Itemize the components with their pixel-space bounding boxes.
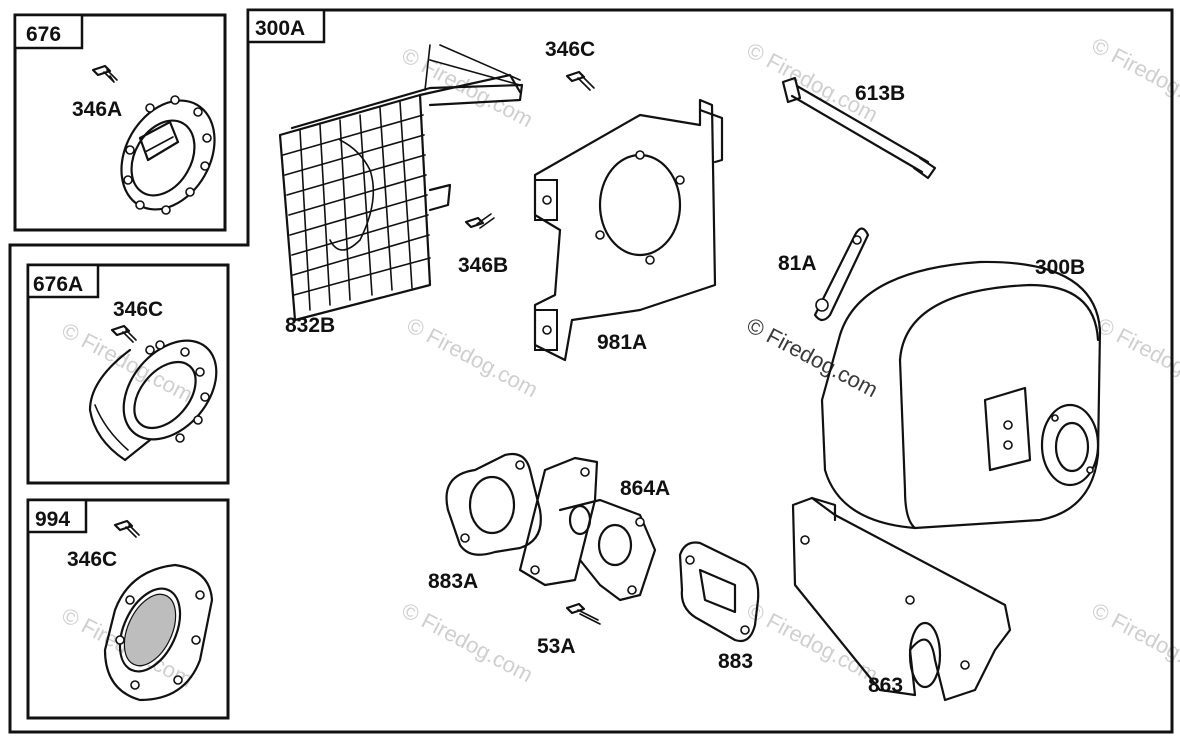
label-981a: 981A — [597, 331, 647, 354]
screw-346c-994 — [113, 519, 140, 538]
flange-gasket-676 — [120, 95, 216, 215]
label-883a: 883A — [428, 570, 478, 593]
stud-613b — [781, 76, 937, 180]
watermark-center-text: © Firedog.com — [743, 312, 882, 402]
spark-arrester-994 — [103, 563, 214, 702]
screw-346c-676a — [110, 324, 137, 343]
label-864a: 864A — [620, 477, 670, 500]
shield-863 — [791, 496, 1012, 702]
label-346b: 346B — [458, 254, 508, 277]
panel-994-label: 994 — [35, 508, 70, 531]
label-863: 863 — [868, 674, 903, 697]
label-346c-676a: 346C — [113, 298, 163, 321]
panel-676: 676 — [13, 13, 227, 232]
label-613b: 613B — [855, 82, 905, 105]
panel-676-label: 676 — [26, 23, 61, 46]
panel-300a-label: 300A — [255, 17, 305, 40]
label-346a: 346A — [72, 98, 122, 121]
deflector-676a — [88, 339, 218, 462]
watermark-text: © Firedog.com — [743, 597, 882, 687]
watermark-text: © Firedog.com — [1088, 32, 1180, 122]
watermark-text: © Firedog.com — [1093, 312, 1180, 402]
screw-346a — [91, 64, 118, 83]
panel-676a-label: 676A — [33, 273, 83, 296]
label-346c-top: 346C — [545, 38, 595, 61]
panel-300a-frame: 300A — [8, 8, 1174, 734]
screw-346c-top — [565, 70, 595, 91]
label-346c-994: 346C — [67, 548, 117, 571]
label-883: 883 — [718, 650, 753, 673]
panel-676a: 676A — [26, 263, 230, 485]
watermark-text: © Firedog.com — [1088, 597, 1180, 687]
bracket-981a — [533, 98, 724, 362]
label-832b: 832B — [285, 314, 335, 337]
screw-53a — [565, 602, 601, 625]
watermark-text: © Firedog.com — [403, 312, 542, 402]
gasket-883a — [445, 452, 542, 556]
label-300b: 300B — [1035, 256, 1085, 279]
guard-832b — [278, 44, 524, 322]
screw-346b — [464, 213, 495, 229]
muffler-300b — [820, 260, 1102, 530]
watermark-text: © Firedog.com — [398, 597, 537, 687]
label-53a: 53A — [537, 635, 576, 658]
panel-994: 994 — [26, 498, 230, 720]
gasket-883 — [678, 541, 760, 643]
adapter-864a — [518, 456, 657, 602]
label-81a: 81A — [778, 252, 817, 275]
lock-81a — [813, 227, 870, 322]
